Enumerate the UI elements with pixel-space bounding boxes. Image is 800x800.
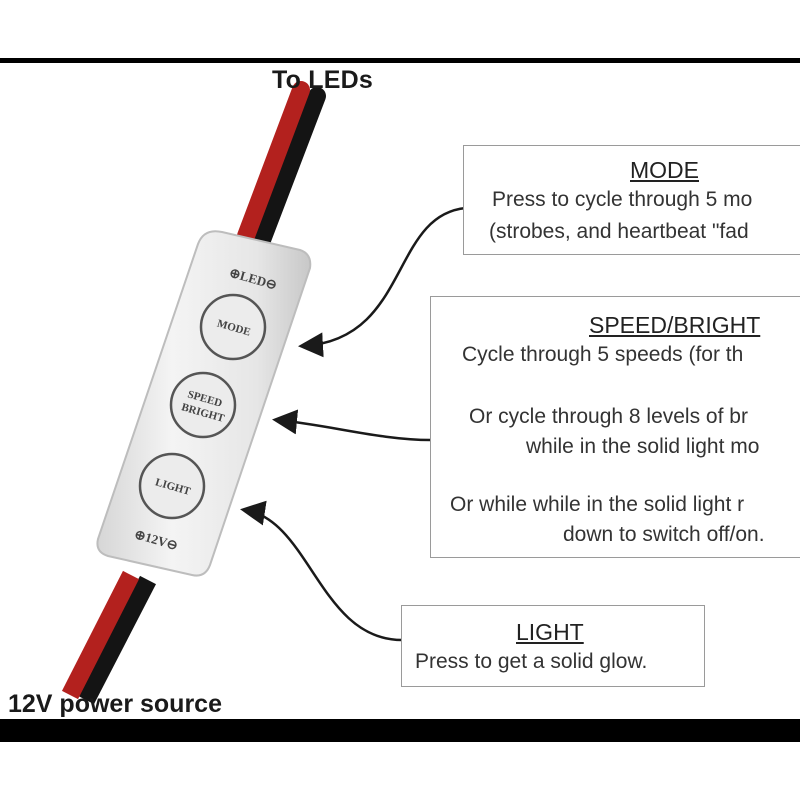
light-button[interactable] (138, 452, 206, 520)
speed-callout-line: Cycle through 5 speeds (for th (462, 343, 744, 366)
bottom-black-bar (0, 719, 800, 742)
speed-callout-line: Or cycle through 8 levels of br (469, 405, 748, 428)
speed-bright-button[interactable] (169, 371, 237, 439)
speed-callout-line: Or while while in the solid light r (450, 493, 745, 516)
light-callout-line: Press to get a solid glow. (415, 650, 648, 673)
mode-arrow (298, 206, 467, 358)
light-callout: LIGHT Press to get a solid glow. (401, 605, 705, 687)
top-wires (237, 81, 326, 249)
mode-callout: MODE Press to cycle through 5 mo (strobe… (463, 145, 800, 255)
mode-callout-line: Press to cycle through 5 mo (492, 188, 753, 211)
light-arrow (240, 500, 403, 642)
top-black-bar (0, 58, 800, 63)
speed-callout-title: SPEED/BRIGHT (589, 312, 761, 338)
speed-bright-callout: SPEED/BRIGHT Cycle through 5 speeds (for… (430, 296, 800, 558)
mode-callout-line: (strobes, and heartbeat "fad (489, 220, 749, 243)
power-source-label: 12V power source (8, 690, 222, 718)
to-leds-label: To LEDs (272, 66, 373, 94)
speed-arrow (272, 409, 432, 442)
mode-callout-title: MODE (630, 157, 699, 183)
bottom-wires (61, 570, 156, 705)
speed-callout-line: down to switch off/on. (563, 523, 765, 546)
mode-button[interactable] (199, 293, 267, 361)
light-callout-title: LIGHT (516, 619, 584, 645)
speed-callout-line: while in the solid light mo (526, 435, 760, 458)
